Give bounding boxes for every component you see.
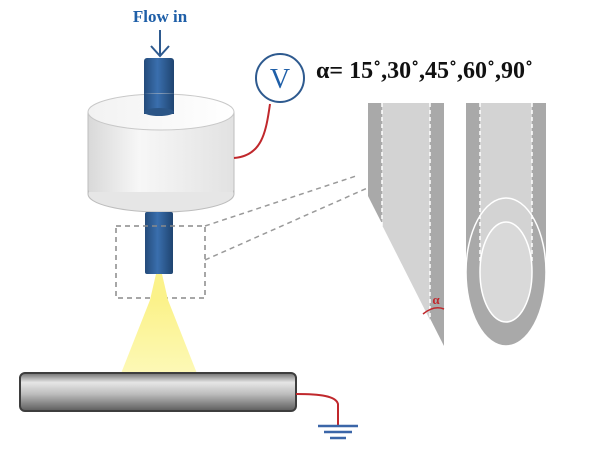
emitter-nozzle [145,212,173,274]
bevel-angle-arc [422,307,445,315]
emitter-housing [87,93,235,213]
straight-needle [465,103,547,347]
ground-wire [295,393,339,426]
ground-icon [318,424,358,440]
bevel-angle-label: α [432,292,440,307]
zoom-lines [204,175,373,261]
voltage-wire [233,103,271,159]
spray-cone [120,274,198,376]
flow-in-label: Flow in [133,7,188,26]
angle-list-label: α= 15˚,30˚,45˚,60˚,90˚ [316,58,533,84]
collector-plate [19,372,297,412]
voltmeter-label: V [270,64,290,95]
beveled-needle: α [368,103,445,346]
voltmeter-icon: V [255,53,305,103]
down-arrow-icon [150,30,170,58]
